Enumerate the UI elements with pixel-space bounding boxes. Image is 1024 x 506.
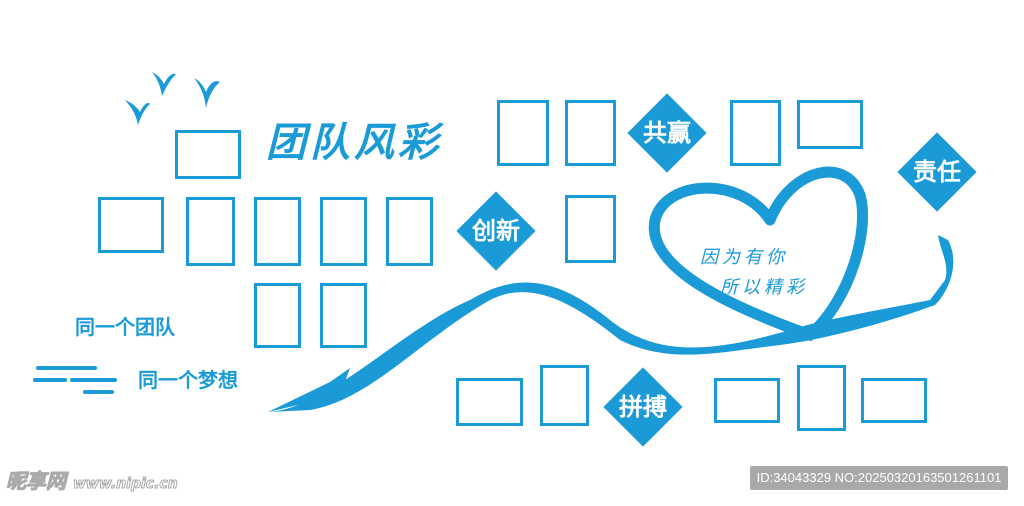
photo-frame bbox=[565, 100, 616, 166]
photo-frame bbox=[456, 378, 523, 426]
photo-frame bbox=[797, 365, 846, 431]
heart-ribbon bbox=[648, 166, 869, 342]
diamond-label-innovation: 创新 bbox=[472, 216, 520, 245]
photo-frame bbox=[320, 283, 367, 348]
photo-frame bbox=[797, 100, 863, 149]
diamond-label-win-win: 共赢 bbox=[643, 118, 691, 147]
photo-frame bbox=[714, 378, 780, 423]
watermark-logo: 昵享网 www.nipic.cn bbox=[6, 469, 179, 494]
ribbon-wave bbox=[268, 235, 954, 412]
image-id-badge: ID:34043329 NO:20250320163501261101 bbox=[750, 466, 1008, 490]
photo-frame bbox=[175, 130, 241, 179]
photo-frame bbox=[254, 197, 301, 266]
photo-frame bbox=[320, 197, 367, 266]
photo-frame bbox=[861, 378, 927, 423]
photo-frame bbox=[98, 197, 164, 253]
ribbon-tail bbox=[268, 368, 350, 412]
cloud-lines-icon bbox=[33, 366, 117, 394]
slogan-dream: 同一个梦想 bbox=[138, 368, 238, 392]
photo-frame bbox=[186, 197, 235, 266]
slogan-team: 同一个团队 bbox=[75, 315, 175, 339]
diamond-label-striving: 拼搏 bbox=[619, 392, 667, 421]
photo-frame bbox=[565, 195, 616, 263]
photo-frame bbox=[730, 100, 781, 166]
heart-text-line2: 所以精彩 bbox=[720, 277, 808, 298]
watermark-url: www.nipic.cn bbox=[72, 476, 178, 493]
birds-icon bbox=[125, 72, 220, 125]
photo-frame bbox=[540, 365, 589, 426]
photo-frame bbox=[386, 197, 433, 266]
diamond-label-responsibility: 责任 bbox=[913, 157, 961, 186]
heart-text-line1: 因为有你 bbox=[700, 247, 788, 268]
photo-frame bbox=[497, 100, 549, 166]
photo-frame bbox=[254, 283, 301, 348]
page-title: 团队风彩 bbox=[266, 119, 442, 166]
